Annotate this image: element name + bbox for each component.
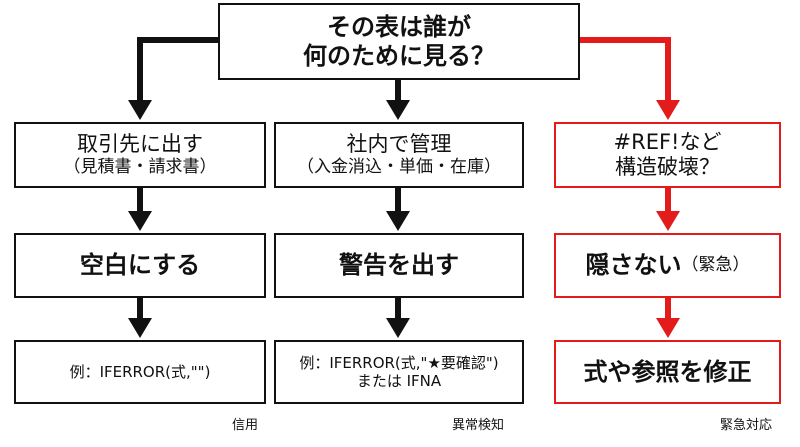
arrowhead-col2-action	[386, 211, 410, 231]
arrowhead-col2-condition	[386, 100, 410, 120]
example-line2: または IFNA	[356, 372, 442, 390]
condition-box-ref-error: #REF!など 構造破壊？	[554, 122, 781, 188]
root-question-line2: 何のために見る？	[303, 41, 495, 70]
condition-subtitle: 構造破壊？	[615, 155, 720, 179]
example-line1: 式や参照を修正	[583, 357, 752, 386]
condition-box-internal: 社内で管理 （入金消込・単価・在庫）	[274, 122, 524, 188]
arrowhead-col3-action	[656, 211, 680, 231]
arrowhead-col1-condition	[128, 100, 152, 120]
root-question-line1: その表は誰が	[327, 12, 471, 41]
condition-title: #REF!など	[613, 129, 722, 154]
arrowhead-col1-example	[128, 318, 152, 338]
action-label: 警告を出す	[339, 251, 459, 280]
action-box-warn: 警告を出す	[274, 233, 524, 298]
connector-root-to-col3	[580, 37, 671, 100]
example-box-fix-formula: 式や参照を修正	[554, 340, 781, 404]
arrowhead-col3-example	[656, 318, 680, 338]
example-box-iferror-blank: 例：IFERROR(式,"")	[14, 340, 266, 404]
action-box-dont-hide: 隠さない （緊急）	[554, 233, 781, 298]
condition-title: 取引先に出す	[77, 132, 203, 157]
footer-label-emergency: 緊急対応	[720, 418, 773, 433]
arrowhead-col1-action	[128, 211, 152, 231]
footer-label-trust: 信用	[232, 418, 259, 433]
condition-title: 社内で管理	[346, 132, 452, 157]
arrowhead-col2-example	[386, 318, 410, 338]
condition-box-client: 取引先に出す （見積書・請求書）	[14, 122, 266, 188]
footer-label-anomaly: 異常検知	[452, 418, 505, 433]
connector-root-to-col1	[137, 37, 218, 100]
root-question-box: その表は誰が 何のために見る？	[218, 3, 580, 80]
example-line1: 例：IFERROR(式,"★要確認")	[299, 354, 499, 372]
condition-subtitle: （入金消込・単価・在庫）	[297, 157, 501, 178]
action-label: 空白にする	[79, 251, 201, 280]
action-box-blank: 空白にする	[14, 233, 266, 298]
action-label: 隠さない	[585, 251, 682, 280]
condition-subtitle: （見積書・請求書）	[63, 157, 217, 178]
action-suffix: （緊急）	[681, 255, 750, 276]
example-box-iferror-warn: 例：IFERROR(式,"★要確認") または IFNA	[274, 340, 524, 404]
arrowhead-col3-condition	[656, 100, 680, 120]
example-line1: 例：IFERROR(式,"")	[69, 363, 211, 381]
